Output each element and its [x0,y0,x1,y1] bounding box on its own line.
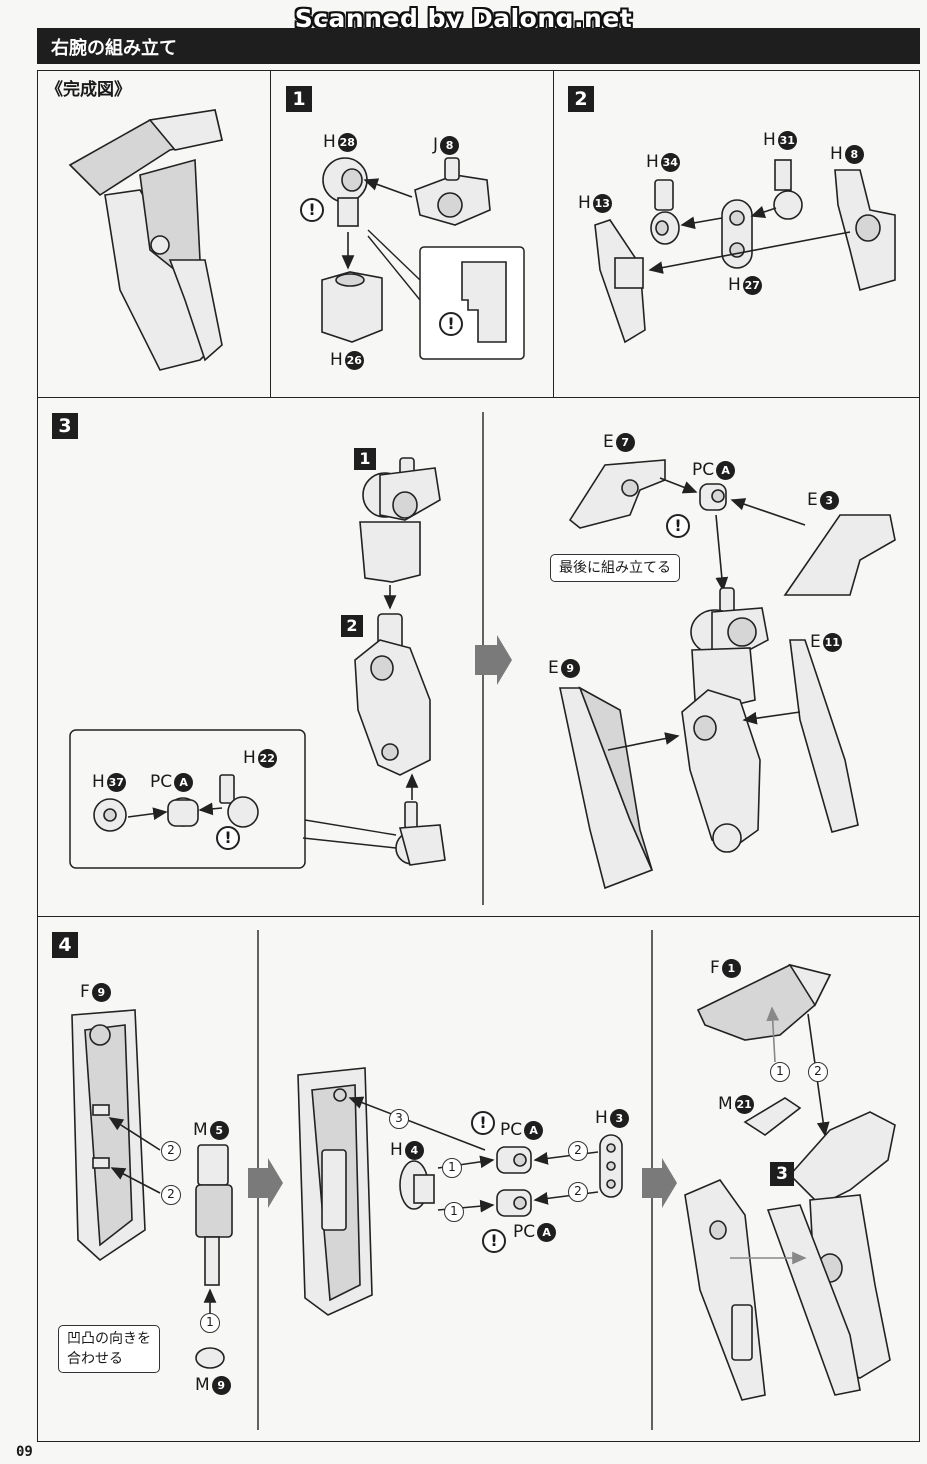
step3-right-figure [559,459,896,890]
order-marker: 3 [389,1109,409,1129]
order-marker: 2 [568,1182,588,1202]
page-number: 09 [16,1444,33,1460]
order-marker: 1 [200,1313,220,1333]
section-title: 右腕の組み立て [51,38,177,59]
caution-icon: ! [439,312,463,336]
sub-step-ref-3: 3 [770,1162,794,1186]
step-number-2: 2 [568,86,594,112]
caution-icon: ! [482,1229,506,1253]
step4-left-figure [71,1009,233,1369]
completed-label: 《完成図》 [46,80,131,100]
caution-icon: ! [666,514,690,538]
step1-figure [321,157,525,360]
order-marker: 2 [568,1141,588,1161]
caution-icon: ! [216,826,240,850]
sub-step-ref-1: 1 [354,448,376,470]
order-marker: 2 [161,1185,181,1205]
step-number-4: 4 [52,932,78,958]
completed-arm-figure [68,109,223,371]
sub-step-ref-2: 2 [341,615,363,637]
order-marker: 2 [808,1062,828,1082]
step-number-3: 3 [52,413,78,439]
step4-mid-figure [297,1067,623,1316]
order-marker: 1 [444,1202,464,1222]
step3-left-figure [69,457,446,869]
step4-right-figure [684,963,896,1401]
order-marker: 2 [161,1141,181,1161]
section-title-bar: 右腕の組み立て [37,28,920,64]
note-assemble-last: 最後に組み立てる [550,554,680,582]
order-marker: 1 [770,1062,790,1082]
note-align-notches: 凹凸の向きを 合わせる [58,1325,160,1373]
order-marker: 1 [442,1158,462,1178]
step2-figure [594,159,896,344]
caution-icon: ! [300,198,324,222]
step-number-1: 1 [286,86,312,112]
caution-icon: ! [471,1111,495,1135]
